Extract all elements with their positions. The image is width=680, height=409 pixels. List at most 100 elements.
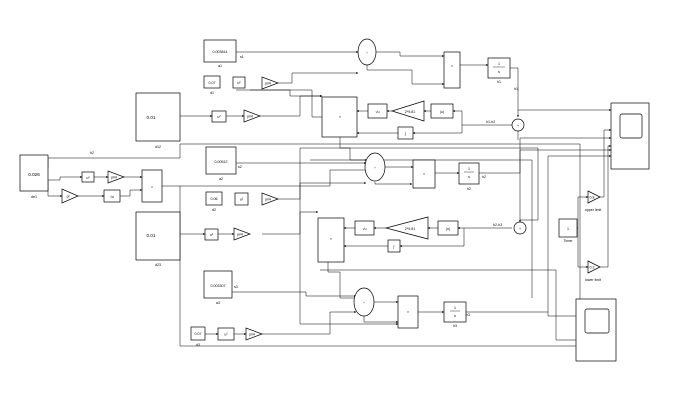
constant-block-d2[interactable]: 0.06 d2: [205, 191, 223, 212]
operator-label: |u|: [446, 227, 450, 231]
gain-upper-limit[interactable]: 0.8 upper limit: [585, 190, 602, 212]
scope-block-2[interactable]: [575, 298, 617, 362]
product-block-tank1[interactable]: ×: [443, 51, 461, 89]
constant-block-d23[interactable]: 0.01 d23: [135, 211, 181, 267]
gain-pi4-d3[interactable]: pi/4: [245, 327, 263, 341]
operator-label: ÷: [374, 166, 376, 170]
block-label: d1: [210, 91, 214, 95]
constant-block-timer[interactable]: 1 Timer: [558, 218, 578, 243]
divide-circle-1[interactable]: ÷: [357, 38, 377, 66]
operator-label: ×: [151, 185, 153, 189]
constant-value: 0.003307: [211, 284, 226, 288]
signal-lines: [47, 51, 612, 347]
operator-label: u²: [86, 176, 90, 180]
block-label: h2: [467, 187, 471, 191]
constant-block-d12[interactable]: 0.01 d12: [135, 92, 181, 149]
gain-pi4-d23[interactable]: pi/4: [233, 227, 251, 241]
operator-label: ∫: [393, 245, 396, 249]
constant-block-a3[interactable]: 0.003307 a3: [203, 270, 233, 305]
operator-label: ∫: [404, 132, 407, 136]
operator-label: ×: [339, 115, 341, 119]
operator-label: ×: [423, 172, 425, 176]
gain-label: 2*9.81: [405, 227, 415, 231]
signal-label-h2: h2: [482, 175, 486, 179]
operator-label: ÷: [363, 301, 365, 305]
operator-label: |u|: [440, 110, 444, 114]
operator-label: u²: [224, 333, 228, 337]
divide-circle-3[interactable]: ÷: [353, 287, 375, 317]
sqrt-block-q12[interactable]: √u: [367, 103, 388, 119]
sqrt-block-q23[interactable]: √u: [354, 220, 375, 236]
square-block-d12[interactable]: u²: [211, 110, 227, 123]
sign-block-q23[interactable]: ∫: [387, 239, 401, 253]
product-block-tank2[interactable]: ×: [412, 159, 436, 189]
operator-label: u²: [217, 115, 221, 119]
product-block-q12[interactable]: ×: [321, 96, 358, 138]
product-block-q23[interactable]: ×: [317, 217, 345, 263]
scope-block-1[interactable]: [610, 102, 650, 170]
integ-num: 1: [454, 306, 456, 310]
operator-label: u²: [210, 233, 214, 237]
sqrt-block-d1[interactable]: √u: [103, 189, 121, 203]
operator-label: +: [517, 124, 519, 128]
signal-label-h2-top: h2: [90, 151, 94, 155]
product-block-tank3[interactable]: ×: [397, 295, 419, 329]
operator-label: ×: [451, 64, 453, 68]
gain-pi-d1[interactable]: pi: [61, 188, 79, 204]
gain-pi4-d1[interactable]: pi/4: [107, 170, 125, 184]
signal-label-s2: s2: [238, 165, 242, 169]
constant-block-a2[interactable]: 0.00512 a2: [205, 146, 237, 181]
gain-label: pi: [67, 195, 70, 199]
sum-circle-h2h3[interactable]: +: [513, 221, 527, 235]
gain-2g-q12[interactable]: 2*9.81: [390, 100, 425, 122]
gain-label: pi/4: [237, 233, 243, 237]
block-label: a1: [218, 64, 222, 68]
block-label: h3: [453, 324, 457, 328]
sign-block-q12[interactable]: ∫: [397, 126, 414, 140]
integ-den: s: [468, 175, 470, 179]
gain-lower-limit[interactable]: 0.2 lower limit: [585, 260, 601, 282]
integrator-h1[interactable]: 1 s h1: [487, 57, 511, 84]
gain-pi4-d12[interactable]: pi/4: [243, 109, 261, 123]
constant-block-d1b[interactable]: 0.07 d1: [203, 75, 221, 95]
block-label: de1: [31, 195, 37, 199]
gain-pi4-d1b[interactable]: pi/4: [261, 76, 279, 90]
constant-block-d1[interactable]: 0.026 de1: [19, 154, 49, 199]
integrator-h3[interactable]: 1 s h3: [443, 301, 467, 328]
square-block-d1[interactable]: u²: [81, 171, 95, 183]
square-block-d23[interactable]: u²: [204, 228, 219, 241]
gain-label: pi/4: [265, 198, 271, 202]
operator-label: ÷: [366, 51, 368, 55]
operator-label: ×: [407, 310, 409, 314]
signal-label-h2h3: h2-h3: [493, 223, 502, 227]
integ-den: s: [498, 70, 500, 74]
integrator-h2[interactable]: 1 s h2: [458, 162, 480, 191]
abs-block-q12[interactable]: |u|: [430, 103, 454, 119]
block-label: a2: [219, 177, 223, 181]
constant-value: 0.026: [28, 172, 40, 177]
constant-value: 0.07: [209, 81, 216, 85]
gain-label: pi/4: [265, 82, 271, 86]
constant-block-a1[interactable]: 0.003814 a1: [203, 39, 237, 68]
gain-2g-q23[interactable]: 2*9.81: [384, 216, 429, 240]
sum-circle-h1h2[interactable]: +: [511, 118, 525, 132]
operator-label: √u: [110, 195, 114, 199]
block-label: a3: [216, 301, 220, 305]
gain-pi4-d2[interactable]: pi/4: [261, 192, 279, 206]
constant-block-d3[interactable]: 0.07 d3: [190, 326, 206, 347]
square-block-d1b[interactable]: u²: [232, 76, 246, 89]
constant-value: 1: [567, 227, 569, 231]
abs-block-q23[interactable]: |u|: [437, 220, 459, 236]
square-block-d3[interactable]: u²: [217, 327, 235, 341]
block-label: lower limit: [585, 278, 601, 282]
signal-label-h3: h3: [466, 313, 470, 317]
product-block-d1[interactable]: ×: [141, 169, 163, 203]
block-label: d23: [155, 263, 161, 267]
gain-label: 2*9.81: [405, 110, 415, 114]
operator-label: +: [519, 227, 521, 231]
constant-value: 0.06: [211, 197, 218, 201]
divide-circle-2[interactable]: ÷: [364, 152, 386, 182]
integ-num: 1: [468, 167, 470, 171]
square-block-d2[interactable]: u²: [234, 192, 249, 206]
